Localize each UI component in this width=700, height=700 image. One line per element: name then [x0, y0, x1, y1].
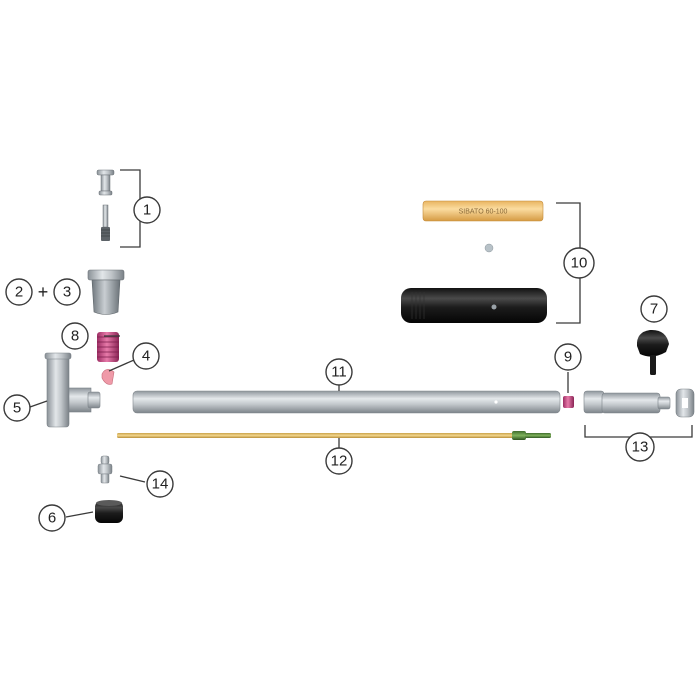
part-2-3-cup	[87, 269, 125, 315]
tube-label: SIBATO 60-100	[459, 209, 508, 216]
callout-4: 4	[132, 342, 160, 370]
part-5-t-fitting	[44, 352, 101, 428]
callout-1: 1	[133, 196, 161, 224]
part-13-end-fitting	[583, 388, 695, 418]
svg-text:14: 14	[152, 476, 169, 493]
callout-6: 6	[38, 504, 66, 532]
svg-text:10: 10	[571, 255, 588, 272]
svg-text:3: 3	[63, 284, 71, 301]
svg-text:6: 6	[48, 510, 56, 527]
part-8-spring	[97, 332, 119, 362]
part-6-cap	[95, 500, 123, 523]
part-11-main-tube	[132, 390, 561, 414]
part-1-screw-assembly	[96, 169, 115, 241]
callout-7: 7	[640, 295, 668, 323]
plus-sign: +	[38, 282, 49, 302]
svg-text:8: 8	[71, 328, 79, 345]
part-12-rod	[117, 431, 551, 440]
callout-12: 12	[325, 447, 353, 475]
svg-text:13: 13	[632, 439, 649, 456]
callout-5: 5	[3, 394, 31, 422]
callout-13: 13	[625, 432, 655, 462]
part-4-washer	[101, 369, 115, 385]
part-14-pin	[97, 455, 113, 484]
part-7-knob	[636, 329, 669, 375]
svg-text:12: 12	[331, 453, 348, 470]
svg-text:5: 5	[13, 400, 21, 417]
callout-11: 11	[325, 358, 353, 386]
svg-text:1: 1	[143, 202, 151, 219]
callout-10: 10	[563, 247, 595, 279]
callout-2: 2	[5, 278, 33, 306]
callout-9: 9	[554, 343, 582, 371]
part-9-nut	[563, 396, 574, 408]
svg-text:7: 7	[650, 301, 658, 318]
svg-text:9: 9	[564, 349, 572, 366]
callout-14: 14	[146, 470, 174, 498]
svg-text:4: 4	[142, 348, 150, 365]
callout-3: 3	[53, 278, 81, 306]
svg-text:11: 11	[331, 364, 347, 381]
part-10-tube-set: SIBATO 60-100	[401, 200, 547, 323]
svg-text:2: 2	[15, 284, 23, 301]
callout-8: 8	[61, 322, 89, 350]
leader-lines	[29, 169, 693, 518]
